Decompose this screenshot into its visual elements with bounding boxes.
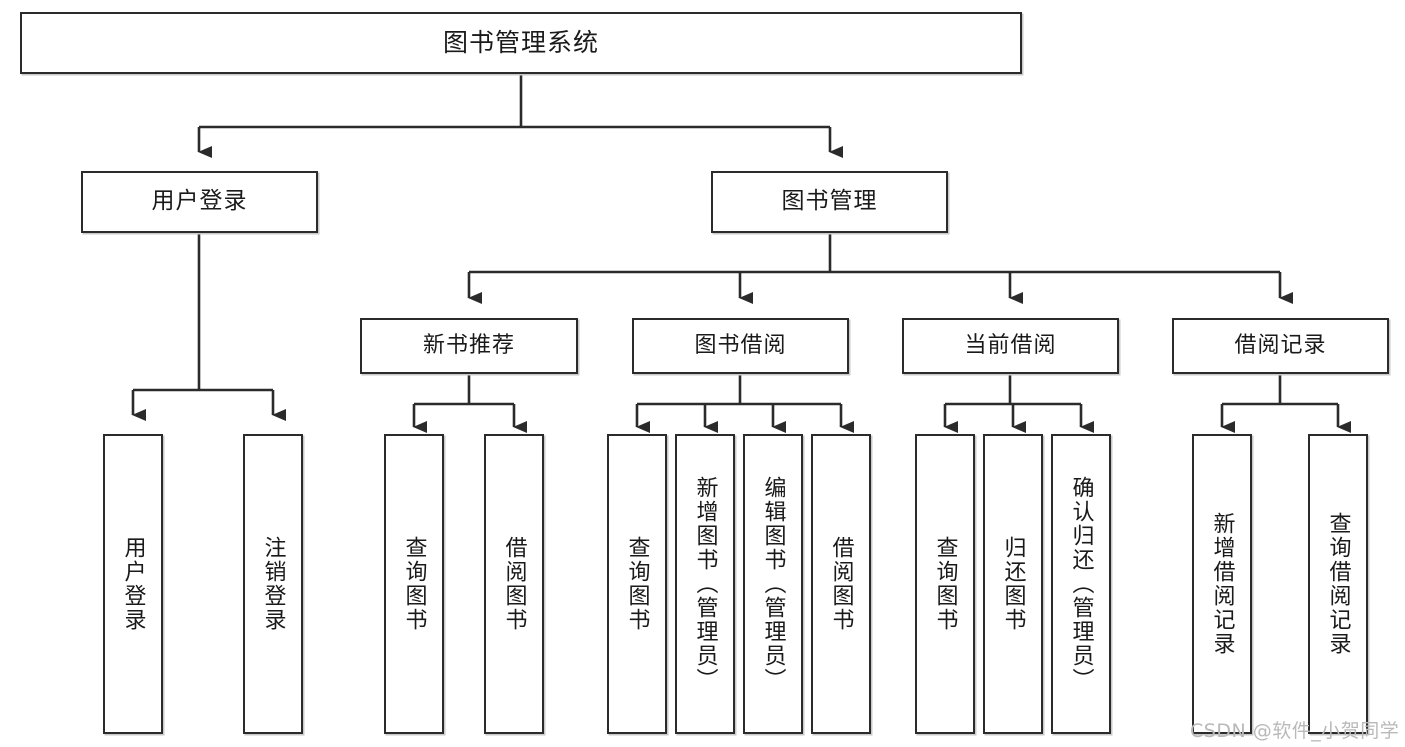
node-label: 查询借阅记录 — [1325, 512, 1351, 656]
node-label: 新增图书（管理员） — [692, 476, 718, 692]
node-label: 查询图书 — [624, 536, 650, 632]
node-label: 编辑图书（管理员） — [760, 476, 786, 692]
leaf-borrow-borrow-book[interactable]: 借阅图书 — [811, 434, 871, 734]
node-label: 新书推荐 — [422, 333, 515, 359]
node-borrow-record[interactable]: 借阅记录 — [1172, 318, 1389, 374]
node-current-borrow[interactable]: 当前借阅 — [902, 318, 1119, 374]
leaf-current-return-book[interactable]: 归还图书 — [983, 434, 1043, 734]
node-label: 借阅图书 — [828, 536, 854, 632]
leaf-current-query-book[interactable]: 查询图书 — [915, 434, 975, 734]
leaf-borrow-query-book[interactable]: 查询图书 — [607, 434, 667, 734]
leaf-borrow-add-book-admin[interactable]: 新增图书（管理员） — [675, 434, 735, 734]
leaf-record-query-record[interactable]: 查询借阅记录 — [1308, 434, 1368, 734]
leaf-user-login-login[interactable]: 用户登录 — [103, 434, 163, 734]
node-label: 归还图书 — [1000, 536, 1026, 632]
node-book-management[interactable]: 图书管理 — [711, 171, 948, 233]
leaf-borrow-edit-book-admin[interactable]: 编辑图书（管理员） — [743, 434, 803, 734]
leaf-current-confirm-return-admin[interactable]: 确认归还（管理员） — [1051, 434, 1111, 734]
leaf-recommend-borrow-book[interactable]: 借阅图书 — [484, 434, 544, 734]
node-book-borrow[interactable]: 图书借阅 — [632, 318, 849, 374]
node-user-login[interactable]: 用户登录 — [81, 171, 318, 233]
node-label: 注销登录 — [260, 536, 286, 632]
node-label: 用户登录 — [120, 536, 146, 632]
node-root-system[interactable]: 图书管理系统 — [20, 12, 1022, 74]
node-label: 图书借阅 — [694, 333, 787, 359]
leaf-user-login-logout[interactable]: 注销登录 — [243, 434, 303, 734]
csdn-watermark: CSDN @软件_小贺同学 — [1190, 720, 1400, 742]
leaf-recommend-query-book[interactable]: 查询图书 — [384, 434, 444, 734]
node-label: 确认归还（管理员） — [1068, 476, 1094, 692]
node-label: 借阅记录 — [1234, 333, 1327, 359]
node-label: 查询图书 — [401, 536, 427, 632]
node-label: 图书管理 — [781, 188, 878, 215]
node-new-book-recommend[interactable]: 新书推荐 — [360, 318, 578, 374]
node-label: 当前借阅 — [964, 333, 1057, 359]
node-label: 查询图书 — [932, 536, 958, 632]
node-label: 用户登录 — [151, 188, 248, 215]
leaf-record-add-record[interactable]: 新增借阅记录 — [1192, 434, 1252, 734]
node-label: 新增借阅记录 — [1209, 512, 1235, 656]
node-label: 图书管理系统 — [442, 28, 599, 58]
node-label: 借阅图书 — [501, 536, 527, 632]
